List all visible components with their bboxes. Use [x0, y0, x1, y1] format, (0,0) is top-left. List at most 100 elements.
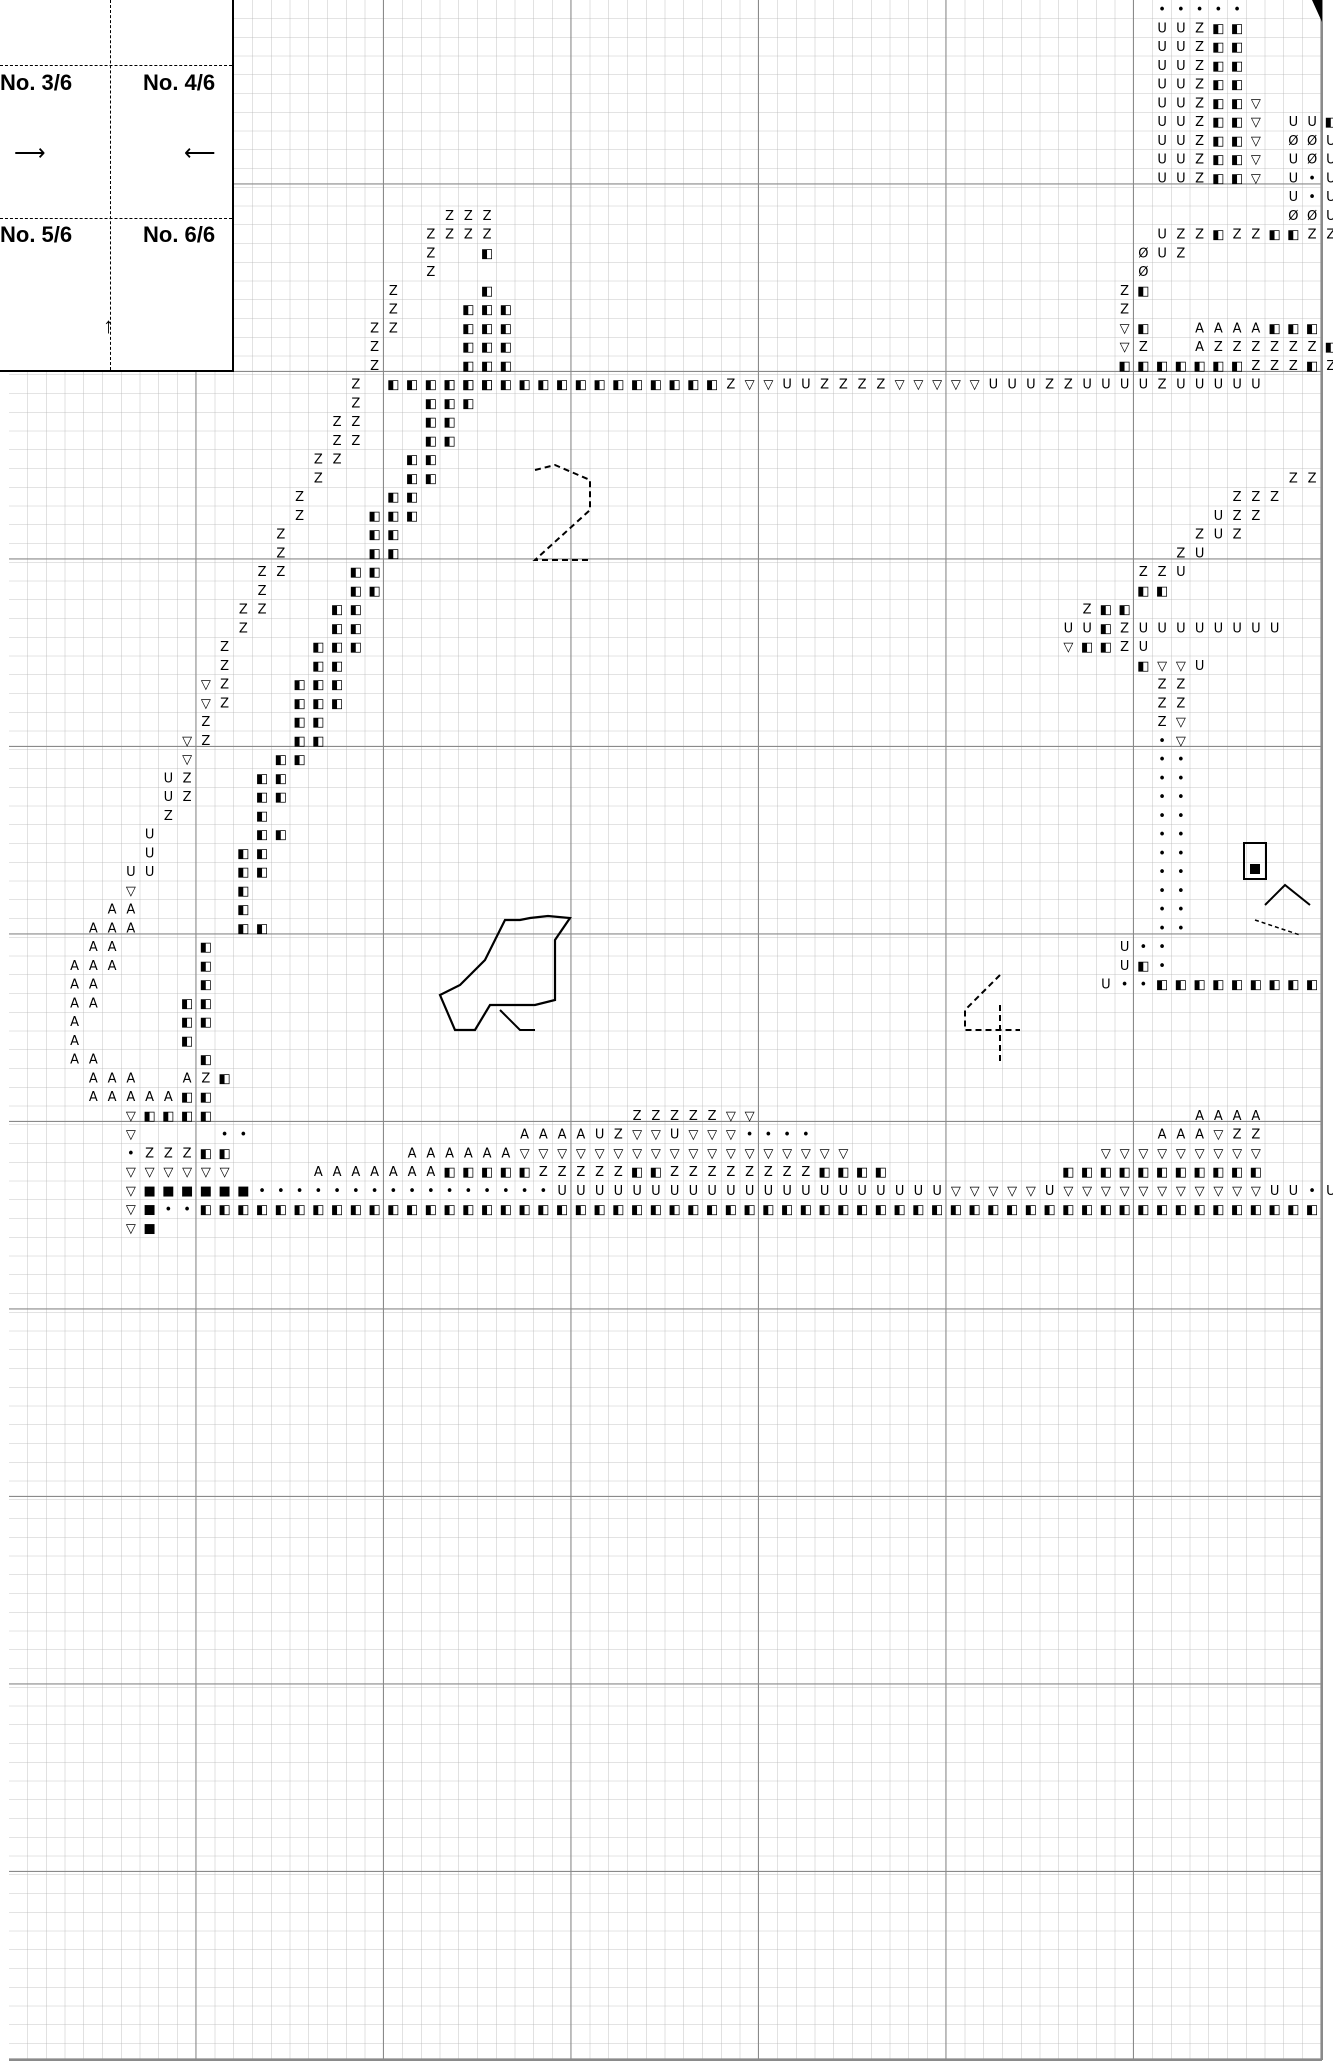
stitch-symbol: ◧	[1306, 1203, 1318, 1218]
stitch-symbol: A	[70, 1015, 79, 1030]
stitch-symbol: U	[1326, 134, 1333, 149]
stitch-symbol: Z	[314, 471, 323, 486]
stitch-symbol: ◧	[181, 1034, 193, 1049]
stitch-symbol: Z	[1176, 546, 1185, 561]
stitch-symbol: ▽	[1157, 1146, 1167, 1161]
stitch-symbol: ◧	[631, 378, 643, 393]
stitch-symbol: U	[1120, 378, 1130, 393]
stitch-symbol: ▽	[1176, 715, 1186, 730]
stitch-symbol: Z	[689, 1109, 698, 1124]
stitch-symbol: ▽	[538, 1146, 548, 1161]
stitch-symbol: ◧	[1137, 284, 1149, 299]
stitch-symbol: U	[1176, 59, 1186, 74]
stitch-symbol: Z	[276, 546, 285, 561]
stitch-symbol: ◧	[1081, 1165, 1093, 1180]
stitch-symbol: •	[521, 1184, 529, 1199]
stitch-symbol: ◧	[312, 678, 324, 693]
stitch-symbol: Z	[1195, 134, 1204, 149]
stitch-symbol: U	[1176, 96, 1186, 111]
stitch-symbol: ◧	[368, 584, 380, 599]
stitch-symbol: Z	[464, 228, 473, 243]
stitch-symbol: •	[427, 1184, 435, 1199]
stitch-symbol: U	[876, 1184, 886, 1199]
stitch-symbol: ▽	[201, 696, 211, 711]
stitch-symbol: A	[108, 921, 117, 936]
stitch-symbol: ◧	[312, 696, 324, 711]
stitch-symbol: Z	[426, 246, 435, 261]
stitch-symbol: U	[1214, 528, 1224, 543]
stitch-symbol: ◧	[462, 1165, 474, 1180]
stitch-symbol: Z	[839, 378, 848, 393]
stitch-symbol: Z	[1308, 340, 1317, 355]
stitch-symbol: •	[1308, 171, 1316, 186]
stitch-symbol: A	[89, 978, 98, 993]
stitch-symbol: ▽	[1176, 659, 1186, 674]
stitch-symbol: ▽	[576, 1146, 586, 1161]
stitch-symbol: ◧	[275, 771, 287, 786]
stitch-symbol: ◧	[218, 1146, 230, 1161]
stitch-symbol: •	[1158, 959, 1166, 974]
stitch-symbol: •	[1177, 809, 1185, 824]
stitch-symbol: ◧	[556, 1203, 568, 1218]
key-divider-top	[0, 65, 232, 66]
stitch-symbol: Z	[239, 621, 248, 636]
stitch-symbol: Z	[1270, 490, 1279, 505]
stitch-symbol: ◧	[706, 378, 718, 393]
stitch-symbol: Z	[370, 321, 379, 336]
stitch-symbol: ▽	[126, 1184, 136, 1199]
stitch-symbol: ◧	[1212, 21, 1224, 36]
stitch-symbol: ◧	[893, 1203, 905, 1218]
stitch-symbol: ◧	[462, 303, 474, 318]
stitch-symbol: Z	[1120, 621, 1129, 636]
stitch-symbol: ◧	[481, 284, 493, 299]
stitch-symbol: Z	[295, 490, 304, 505]
stitch-symbol: ▽	[1138, 1146, 1148, 1161]
stitch-symbol: •	[1177, 790, 1185, 805]
stitch-symbol: •	[127, 1146, 135, 1161]
stitch-symbol: Z	[1158, 696, 1167, 711]
stitch-symbol: •	[1158, 790, 1166, 805]
stitch-symbol: ◧	[331, 696, 343, 711]
stitch-symbol: ◧	[1193, 978, 1205, 993]
stitch-symbol: ◧	[1156, 584, 1168, 599]
stitch-symbol: ▽	[988, 1184, 998, 1199]
stitch-symbol: A	[1158, 1128, 1167, 1143]
stitch-symbol: U	[1195, 659, 1205, 674]
stitch-symbol: ◧	[481, 1203, 493, 1218]
arrow-up-icon: ↑	[103, 315, 114, 337]
stitch-symbol: U	[614, 1184, 624, 1199]
stitch-symbol: U	[1082, 378, 1092, 393]
stitch-symbol: U	[1251, 621, 1261, 636]
stitch-symbol: A	[576, 1128, 585, 1143]
stitch-symbol: ◧	[1212, 78, 1224, 93]
stitch-symbol: ◧	[443, 1165, 455, 1180]
stitch-symbol: ◧	[725, 1203, 737, 1218]
stitch-symbol: Z	[1251, 1128, 1260, 1143]
stitch-symbol: ▽	[1007, 1184, 1017, 1199]
stitch-symbol: ◧	[1268, 321, 1280, 336]
stitch-symbol: Z	[1158, 678, 1167, 693]
stitch-symbol: ◧	[350, 640, 362, 655]
stitch-symbol: U	[1326, 1184, 1333, 1199]
stitch-symbol: U	[1157, 171, 1167, 186]
stitch-symbol: U	[839, 1184, 849, 1199]
stitch-symbol: A	[1251, 321, 1260, 336]
stitch-symbol: Z	[1326, 228, 1333, 243]
stitch-symbol: ◧	[218, 1203, 230, 1218]
stitch-symbol: A	[1195, 321, 1204, 336]
stitch-symbol: ◧	[425, 396, 437, 411]
stitch-symbol: ◧	[856, 1203, 868, 1218]
stitch-symbol: ◧	[312, 734, 324, 749]
stitch-symbol: ◧	[856, 1165, 868, 1180]
stitch-symbol: ◧	[1287, 228, 1299, 243]
stitch-symbol: ▽	[651, 1146, 661, 1161]
stitch-symbol: ▽	[1101, 1146, 1111, 1161]
stitch-symbol: A	[89, 1053, 98, 1068]
stitch-symbol: U	[914, 1184, 924, 1199]
stitch-symbol: ◧	[293, 734, 305, 749]
stitch-symbol: Z	[201, 1071, 210, 1086]
stitch-symbol: ◧	[256, 828, 268, 843]
stitch-symbol: •	[446, 1184, 454, 1199]
stitch-symbol: ◧	[218, 1071, 230, 1086]
stitch-symbol: Z	[1270, 340, 1279, 355]
